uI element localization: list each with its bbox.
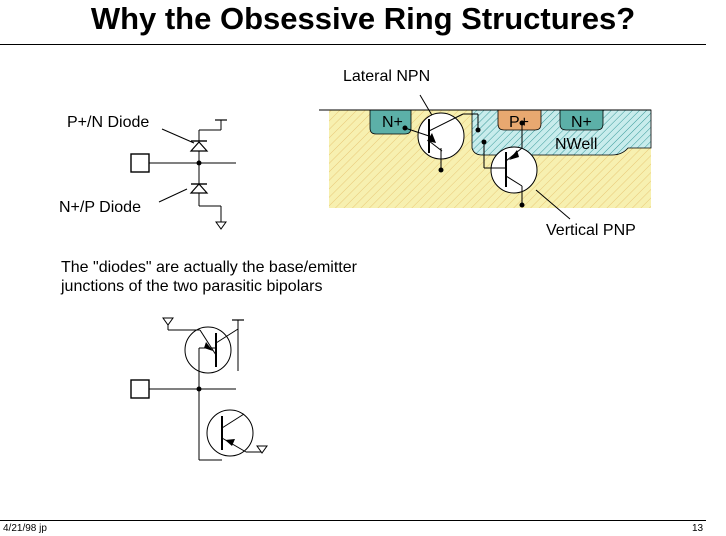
diode-schematic (130, 119, 236, 230)
footer-date: 4/21/98 jp (3, 523, 47, 534)
nwell-label: NWell (555, 136, 598, 153)
n-plus-diffusion-left (369, 109, 412, 135)
n-plus-diffusion-right (559, 109, 604, 131)
vertical-pnp-transistor (481, 120, 571, 220)
vertical-pnp-label: Vertical PNP (546, 222, 636, 239)
n-p-diode-symbol (189, 183, 209, 194)
ground-icon (162, 317, 174, 326)
pnp-transistor-symbol (162, 317, 244, 389)
page-number: 13 (692, 523, 704, 534)
title-divider (0, 44, 706, 45)
lateral-npn-label: Lateral NPN (343, 68, 431, 85)
cross-section (319, 94, 652, 220)
p-n-diode-label: P+/N Diode (67, 114, 150, 131)
n-p-diode-label: N+/P Diode (59, 199, 141, 216)
explanation-line-2: junctions of the two parasitic bipolars (61, 278, 323, 295)
slide-title: Why the Obsessive Ring Structures? (90, 1, 636, 36)
ground-icon (215, 221, 227, 230)
footer-divider (0, 520, 706, 521)
explanation-line-1: The "diodes" are actually the base/emitt… (61, 259, 357, 276)
n-plus-left-label: N+ (382, 114, 403, 131)
n-plus-right-label: N+ (571, 114, 592, 131)
ground-icon (256, 445, 268, 454)
p-n-diode-symbol (189, 141, 209, 152)
npn-transistor-symbol (198, 389, 268, 461)
p-plus-label: P+ (509, 114, 530, 131)
io-pad-bottom (130, 379, 150, 399)
lateral-npn-transistor (402, 94, 481, 173)
p-plus-diffusion (497, 109, 542, 131)
explanation-text: The "diodes" are actually the base/emitt… (61, 258, 481, 296)
io-pad-top (130, 153, 150, 173)
bipolar-schematic (130, 317, 268, 461)
